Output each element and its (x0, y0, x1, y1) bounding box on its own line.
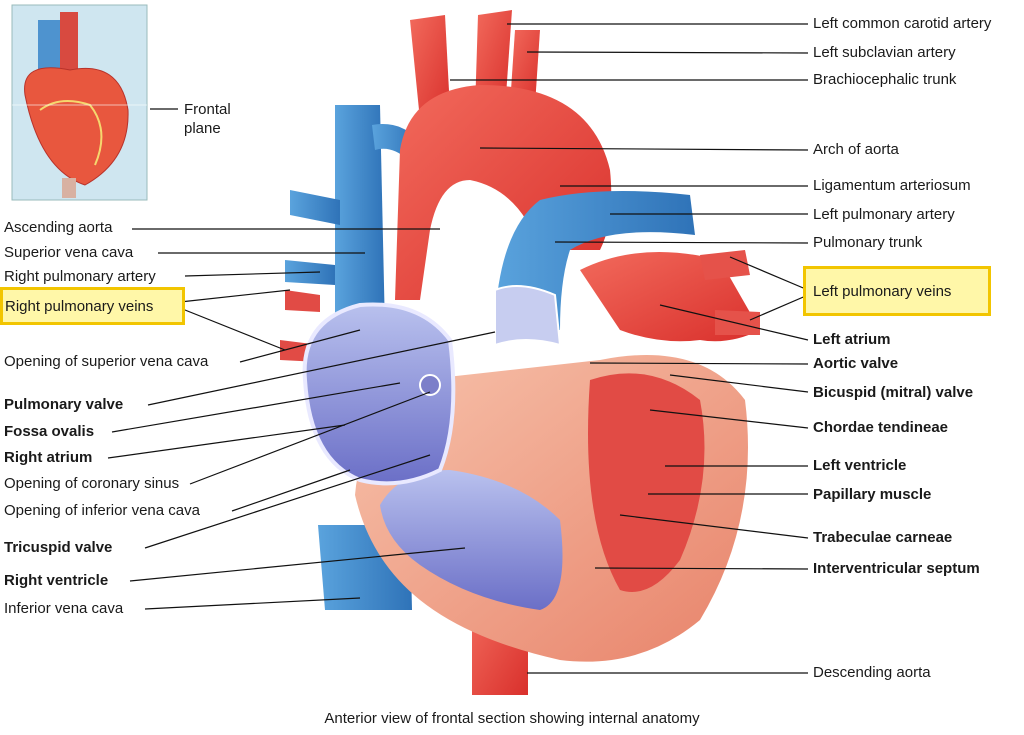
label-descending-aorta: Descending aorta (813, 664, 931, 681)
right-leader-lines (450, 23, 809, 674)
label-brachiocephalic-trunk: Brachiocephalic trunk (813, 71, 957, 88)
label-right-ventricle: Right ventricle (4, 572, 109, 589)
aorta-shapes (395, 10, 612, 300)
label-pulmonary-valve: Pulmonary valve (4, 396, 124, 413)
label-left-pulmonary-artery: Left pulmonary artery (813, 206, 955, 223)
label-superior-vena-cava: Superior vena cava (4, 244, 134, 261)
label-opening-coronary-sinus: Opening of coronary sinus (4, 475, 180, 492)
highlight-left-pulmonary-veins (803, 266, 991, 316)
label-left-common-carotid-artery: Left common carotid artery (813, 15, 992, 32)
inset-frontal-plane (11, 4, 148, 201)
label-right-atrium: Right atrium (4, 449, 93, 466)
label-opening-superior-vena-cava: Opening of superior vena cava (4, 353, 209, 370)
label-right-pulmonary-artery: Right pulmonary artery (4, 268, 156, 285)
label-pulmonary-trunk: Pulmonary trunk (813, 234, 923, 251)
label-left-ventricle: Left ventricle (813, 457, 907, 474)
left-leader-lines (107, 108, 496, 610)
inset-label: Frontal plane (184, 101, 231, 137)
left-atrium-shape (580, 250, 760, 342)
label-right-pulmonary-veins: Right pulmonary veins (5, 298, 154, 315)
label-ligamentum-arteriosum: Ligamentum arteriosum (813, 177, 971, 194)
label-chordae-tendineae: Chordae tendineae (813, 419, 949, 436)
vena-cava-shapes (280, 105, 418, 610)
label-tricuspid-valve: Tricuspid valve (4, 539, 113, 556)
label-interventricular-septum: Interventricular septum (813, 560, 980, 577)
label-left-pulmonary-veins: Left pulmonary veins (813, 283, 952, 300)
highlight-right-pulmonary-veins (0, 287, 185, 325)
label-fossa-ovalis: Fossa ovalis (4, 423, 95, 440)
label-arch-of-aorta: Arch of aorta (813, 141, 899, 158)
label-left-atrium: Left atrium (813, 331, 891, 348)
label-bicuspid-valve: Bicuspid (mitral) valve (813, 384, 974, 401)
label-inferior-vena-cava: Inferior vena cava (4, 600, 124, 617)
ventricles-shape (355, 355, 748, 662)
label-aortic-valve: Aortic valve (813, 355, 899, 372)
figure-caption: Anterior view of frontal section showing… (324, 710, 700, 727)
label-papillary-muscle: Papillary muscle (813, 486, 932, 503)
label-ascending-aorta: Ascending aorta (4, 219, 113, 236)
label-trabeculae-carneae: Trabeculae carneae (813, 529, 953, 546)
label-left-subclavian-artery: Left subclavian artery (813, 44, 956, 61)
label-opening-inferior-vena-cava: Opening of inferior vena cava (4, 502, 200, 519)
